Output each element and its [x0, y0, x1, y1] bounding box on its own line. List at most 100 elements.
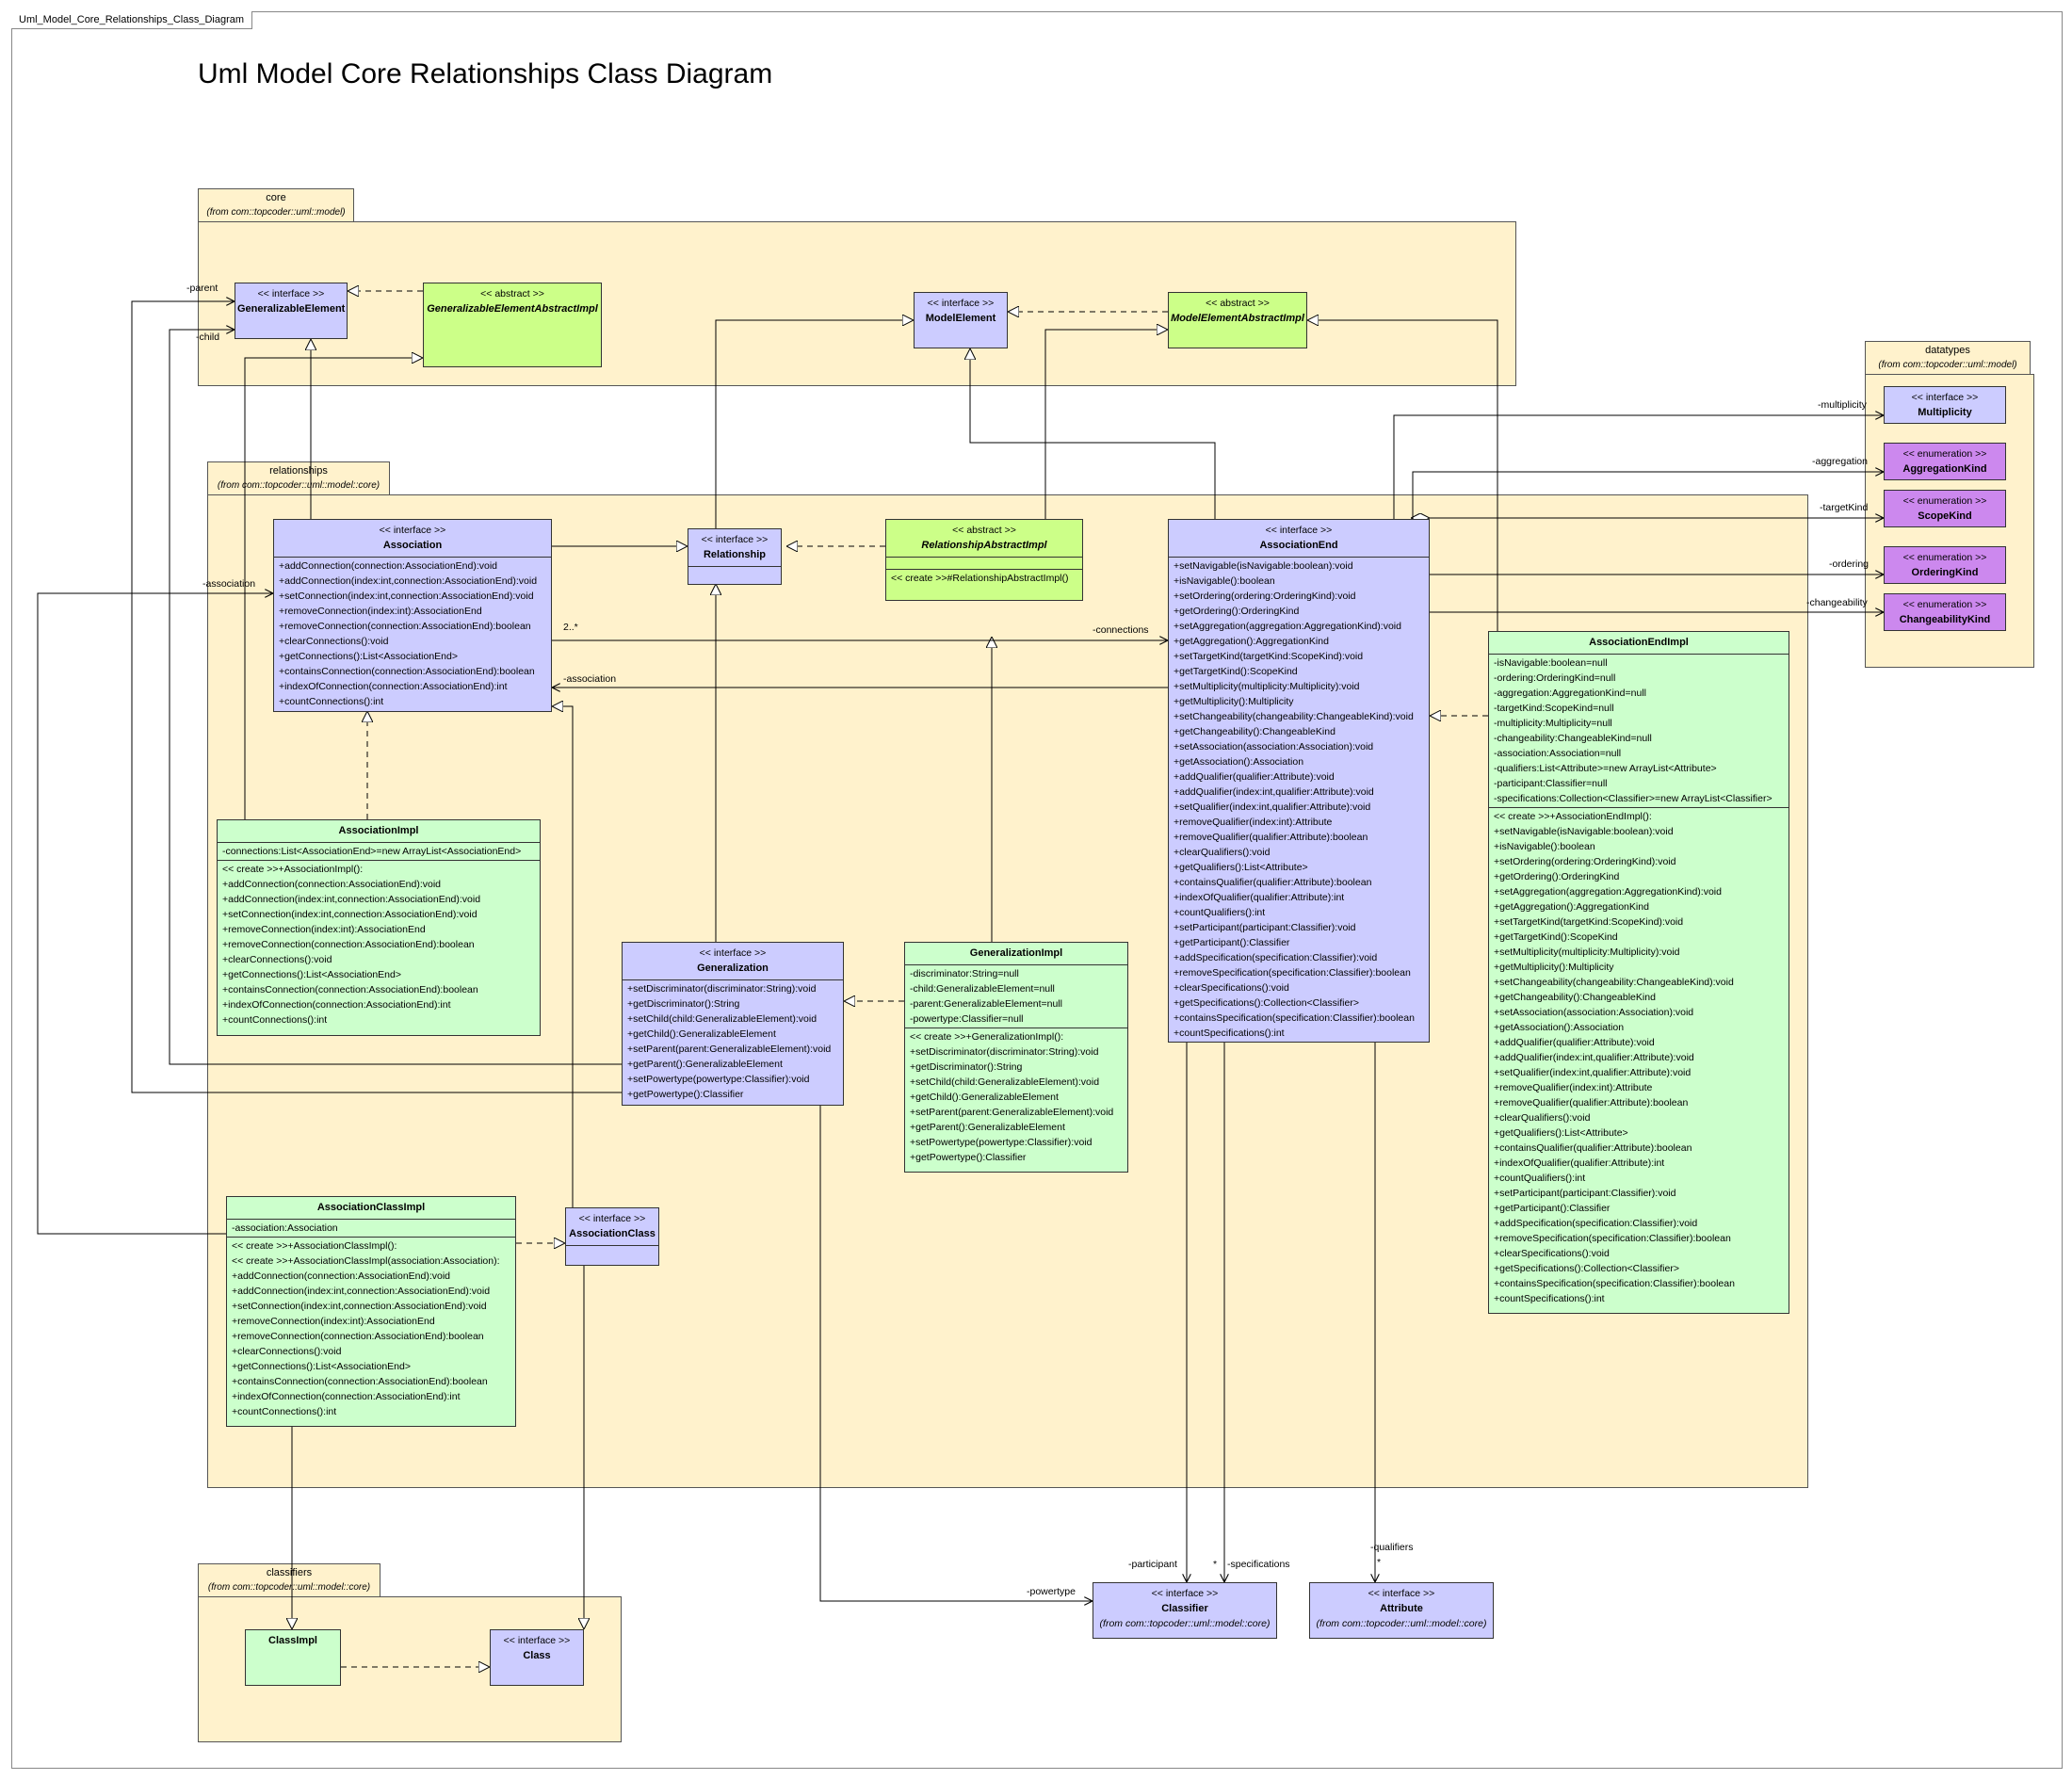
class-model-element[interactable]: << interface >> ModelElement	[914, 292, 1008, 348]
method: +containsSpecification(specification:Cla…	[1174, 1012, 1415, 1024]
empty-section	[566, 1246, 658, 1257]
method: +getParticipant():Classifier	[1494, 1203, 1611, 1214]
method: +addConnection(connection:AssociationEnd…	[222, 879, 442, 890]
attribute: -multiplicity:Multiplicity=null	[1494, 718, 1612, 729]
method: +setNavigable(isNavigable:boolean):void	[1494, 826, 1674, 837]
method: +getDiscriminator():String	[910, 1061, 1023, 1073]
method: +countSpecifications():int	[1494, 1293, 1605, 1304]
class-relationship[interactable]: << interface >> Relationship	[688, 528, 782, 585]
class-name: ChangeabilityKind	[1899, 614, 1991, 625]
method: +setQualifier(index:int,qualifier:Attrib…	[1494, 1067, 1692, 1078]
method: +setMultiplicity(multiplicity:Multiplici…	[1494, 947, 1680, 958]
method: +countConnections():int	[279, 696, 384, 707]
method: +isNavigable():boolean	[1174, 575, 1275, 587]
method: +countSpecifications():int	[1174, 1028, 1285, 1039]
method-list: +setNavigable(isNavigable:boolean):void …	[1169, 558, 1429, 1042]
class-header: << interface >> Classifier (from com::to…	[1093, 1583, 1276, 1635]
class-header: << interface >> Multiplicity	[1885, 387, 2005, 423]
method: +clearSpecifications():void	[1174, 982, 1289, 994]
class-aggregation-kind[interactable]: << enumeration >> AggregationKind	[1884, 443, 2006, 480]
method: +setAssociation(association:Association)…	[1494, 1007, 1694, 1018]
method-list: << create >>+AssociationEndImpl(): +setN…	[1489, 808, 1789, 1307]
method-list: << create >>+AssociationClassImpl(): << …	[227, 1238, 515, 1420]
method: +getConnections():List<AssociationEnd>	[222, 969, 401, 980]
method: +getMultiplicity():Multiplicity	[1174, 696, 1294, 707]
class-generalizable-element-abstract-impl[interactable]: << abstract >> GeneralizableElementAbstr…	[423, 283, 602, 367]
class-classifier[interactable]: << interface >> Classifier (from com::to…	[1093, 1582, 1277, 1639]
attribute: -changeability:ChangeableKind=null	[1494, 733, 1652, 744]
class-name: ScopeKind	[1918, 510, 1972, 522]
attribute: -specifications:Collection<Classifier>=n…	[1494, 793, 1773, 804]
method: << create >>+AssociationClassImpl(associ…	[232, 1255, 500, 1267]
class-association-end-impl[interactable]: AssociationEndImpl -isNavigable:boolean=…	[1488, 631, 1789, 1314]
class-changeability-kind[interactable]: << enumeration >> ChangeabilityKind	[1884, 593, 2006, 631]
class-generalization-impl[interactable]: GeneralizationImpl -discriminator:String…	[904, 942, 1128, 1173]
method: +setDiscriminator(discriminator:String):…	[627, 983, 817, 995]
method: +containsConnection(connection:Associati…	[279, 666, 535, 677]
class-header: AssociationEndImpl	[1489, 632, 1789, 655]
method: +removeConnection(connection:Association…	[222, 939, 475, 950]
class-model-element-abstract-impl[interactable]: << abstract >> ModelElementAbstractImpl	[1168, 292, 1307, 348]
method: +setPowertype(powertype:Classifier):void	[910, 1137, 1093, 1148]
class-name: AssociationEndImpl	[1589, 637, 1689, 648]
method: +clearConnections():void	[222, 954, 332, 965]
method: +getAssociation():Association	[1494, 1022, 1625, 1033]
attribute: -discriminator:String=null	[910, 968, 1019, 979]
class-name: ClassImpl	[268, 1635, 317, 1646]
class-header: << interface >> AssociationClass	[566, 1208, 658, 1246]
class-class-impl[interactable]: ClassImpl	[245, 1629, 341, 1686]
class-relationship-abstract-impl[interactable]: << abstract >> RelationshipAbstractImpl …	[885, 519, 1083, 601]
class-association[interactable]: << interface >> Association +addConnecti…	[273, 519, 552, 712]
method: +setOrdering(ordering:OrderingKind):void	[1494, 856, 1676, 867]
class-scope-kind[interactable]: << enumeration >> ScopeKind	[1884, 490, 2006, 527]
stereotype-label: << enumeration >>	[1902, 552, 1987, 563]
stereotype-label: << interface >>	[1368, 1588, 1435, 1599]
role-association-end-label: -association	[563, 673, 617, 685]
class-multiplicity[interactable]: << interface >> Multiplicity	[1884, 386, 2006, 424]
attribute: -parent:GeneralizableElement=null	[910, 998, 1062, 1010]
class-association-class-impl[interactable]: AssociationClassImpl -association:Associ…	[226, 1196, 516, 1427]
class-ordering-kind[interactable]: << enumeration >> OrderingKind	[1884, 546, 2006, 584]
class-header: << abstract >> RelationshipAbstractImpl	[886, 520, 1082, 558]
method: +setTargetKind(targetKind:ScopeKind):voi…	[1174, 651, 1364, 662]
class-generalization[interactable]: << interface >> Generalization +setDiscr…	[622, 942, 844, 1106]
package-core-tab: core (from com::topcoder::uml::model)	[198, 188, 354, 222]
class-association-class[interactable]: << interface >> AssociationClass	[565, 1207, 659, 1266]
diagram-title: Uml Model Core Relationships Class Diagr…	[198, 58, 773, 89]
class-attribute[interactable]: << interface >> Attribute (from com::top…	[1309, 1582, 1494, 1639]
class-generalizable-element[interactable]: << interface >> GeneralizableElement	[235, 283, 348, 339]
stereotype-label: << interface >>	[503, 1635, 571, 1646]
method: +getQualifiers():List<Attribute>	[1494, 1127, 1628, 1139]
method: +getChangeability():ChangeableKind	[1174, 726, 1335, 737]
stereotype-label: << abstract >>	[952, 525, 1016, 536]
method: +getOrdering():OrderingKind	[1494, 871, 1620, 882]
method: +setConnection(index:int,connection:Asso…	[222, 909, 478, 920]
method: +setPowertype(powertype:Classifier):void	[627, 1074, 810, 1085]
method: +setNavigable(isNavigable:boolean):void	[1174, 560, 1353, 572]
method: +setParent(parent:GeneralizableElement):…	[627, 1044, 832, 1055]
class-association-end[interactable]: << interface >> AssociationEnd +setNavig…	[1168, 519, 1430, 1043]
stereotype-label: << interface >>	[699, 947, 767, 959]
attribute: -connections:List<AssociationEnd>=new Ar…	[222, 846, 522, 857]
class-association-impl[interactable]: AssociationImpl -connections:List<Associ…	[217, 819, 541, 1036]
method: +addQualifier(index:int,qualifier:Attrib…	[1494, 1052, 1694, 1063]
method: +removeConnection(index:int):Association…	[222, 924, 426, 935]
method: << create >>+AssociationClassImpl():	[232, 1240, 397, 1252]
method: << create >>+AssociationEndImpl():	[1494, 811, 1652, 822]
method: +removeConnection(connection:Association…	[232, 1331, 484, 1342]
class-header: << interface >> Attribute (from com::top…	[1310, 1583, 1493, 1635]
class-class[interactable]: << interface >> Class	[490, 1629, 584, 1686]
stereotype-label: << interface >>	[1911, 392, 1979, 403]
package-core-from: (from com::topcoder::uml::model)	[206, 207, 346, 218]
method: +getSpecifications():Collection<Classifi…	[1174, 997, 1359, 1009]
method: +getPowertype():Classifier	[627, 1089, 744, 1100]
method: << create >>+GeneralizationImpl():	[910, 1031, 1064, 1043]
method: +removeConnection(index:int):Association…	[279, 606, 482, 617]
method: +getSpecifications():Collection<Classifi…	[1494, 1263, 1679, 1274]
method: +getQualifiers():List<Attribute>	[1174, 862, 1308, 873]
method: +clearSpecifications():void	[1494, 1248, 1610, 1259]
method: +setParticipant(participant:Classifier):…	[1494, 1188, 1676, 1199]
method: +getDiscriminator():String	[627, 998, 740, 1010]
package-classifiers-from: (from com::topcoder::uml::model::core)	[207, 1582, 371, 1593]
stereotype-label: << enumeration >>	[1902, 448, 1987, 460]
